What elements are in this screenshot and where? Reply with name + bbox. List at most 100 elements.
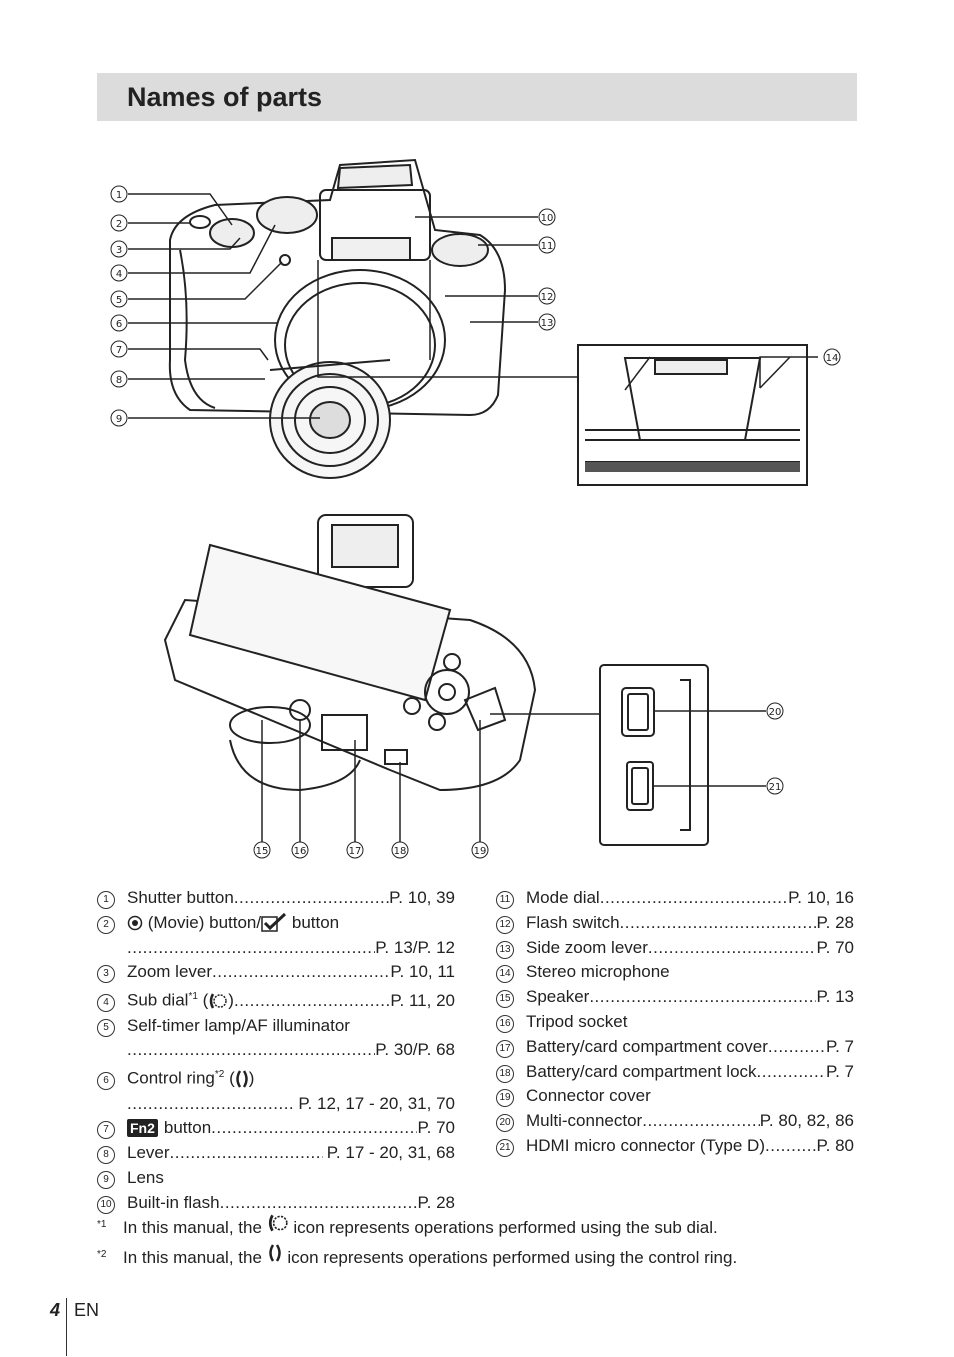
camera-grip [179,249,216,409]
title-bar: Names of parts [97,73,857,121]
svg-text:12: 12 [541,292,554,303]
list-item: 1 Shutter button P. 10, 39 [97,886,455,911]
svg-text:13: 13 [541,318,554,329]
svg-text:7: 7 [116,345,122,356]
callout-11: 11 [538,236,556,254]
list-item: 12 Flash switch P. 28 [496,911,854,936]
rear-button-1 [443,653,461,671]
callout-16: 16 [291,841,309,859]
list-item: 21 HDMI micro connector (Type D) P. 80 [496,1134,854,1159]
callout-8: 8 [110,370,128,388]
camera-front-body [168,158,507,417]
callout-15: 15 [253,841,271,859]
svg-text:1: 1 [116,190,122,201]
callout-10: 10 [538,208,556,226]
rear-button-3 [428,713,446,731]
list-item: 3 Zoom lever P. 10, 11 [97,960,455,985]
list-item: 11 Mode dial P. 10, 16 [496,886,854,911]
connector-detail-box [599,664,709,846]
list-item: 19 Connector cover [496,1084,854,1109]
camera-rear-body [163,598,537,792]
fn2-badge: Fn2 [127,1119,158,1138]
callout-1: 1 [110,185,128,203]
svg-text:19: 19 [474,846,487,857]
hot-shoe [336,163,414,190]
rear-dial [424,669,470,715]
battery-cover-shape [321,714,368,751]
list-item: 6 Control ring*2 () [97,1063,455,1091]
rear-lcd [188,543,452,702]
page-footer: 4 EN [50,1298,99,1356]
svg-text:8: 8 [116,375,122,386]
svg-text:17: 17 [349,846,362,857]
page-number: 4 [50,1300,61,1320]
callout-7: 7 [110,340,128,358]
control-ring-icon [235,1070,248,1089]
parts-list-left: 1 Shutter button P. 10, 39 2 (Movie) but… [97,886,455,1216]
list-item: 16 Tripod socket [496,1010,854,1035]
svg-text:18: 18 [394,846,407,857]
callout-12: 12 [538,287,556,305]
list-item: 15 Speaker P. 13 [496,985,854,1010]
list-item: 10 Built-in flash P. 28 [97,1191,455,1216]
svg-text:14: 14 [826,353,839,364]
list-item: 17 Battery/card compartment cover P. 7 [496,1035,854,1060]
parts-list-right: 11 Mode dial P. 10, 16 12 Flash switch P… [496,886,854,1159]
callout-3: 3 [110,240,128,258]
shutter-button-shape [209,218,255,248]
self-timer-lamp [279,254,291,266]
footnote-1: *1 In this manual, the icon represents o… [97,1213,737,1243]
hdmi-connector-shape [626,761,654,811]
control-ring-icon [268,1244,281,1262]
callout-5: 5 [110,290,128,308]
svg-text:6: 6 [116,319,122,330]
sub-dial-icon [210,993,228,1009]
mode-dial-shape [431,233,489,267]
footnotes: *1 In this manual, the icon represents o… [97,1213,737,1273]
callout-13: 13 [538,313,556,331]
svg-text:4: 4 [116,269,122,280]
microphone-detail-box [577,344,808,486]
callout-2: 2 [110,214,128,232]
list-item: 18 Battery/card compartment lock P. 7 [496,1060,854,1085]
callout-18: 18 [391,841,409,859]
callout-19: 19 [471,841,489,859]
svg-text:3: 3 [116,245,122,256]
svg-text:2: 2 [116,219,122,230]
page-title: Names of parts [127,82,323,112]
callout-17: 17 [346,841,364,859]
svg-text:21: 21 [769,782,782,793]
footnote-2: *2 In this manual, the icon represents o… [97,1243,737,1273]
list-item: 4 Sub dial*1 () P. 11, 20 [97,985,455,1013]
rear-lens-ring [229,706,311,744]
callout-4: 4 [110,264,128,282]
movie-icon [127,916,143,931]
svg-text:15: 15 [256,846,269,857]
battery-lock-shape [384,749,408,765]
multi-connector-shape [621,687,655,737]
movie-button-shape [189,215,211,229]
language-label: EN [74,1300,100,1320]
callout-6: 6 [110,314,128,332]
list-item: 9 Lens [97,1166,455,1191]
list-item: 13 Side zoom lever P. 70 [496,936,854,961]
svg-text:20: 20 [769,707,782,718]
sub-dial-shape [256,196,318,234]
callout-21: 21 [766,777,784,795]
camera-diagram: 1 2 3 4 5 6 7 8 9 10 11 12 13 14 15 16 1… [110,158,841,859]
svg-text:10: 10 [541,213,554,224]
sub-dial-icon [268,1214,288,1232]
svg-text:9: 9 [116,414,122,425]
callout-20: 20 [766,702,784,720]
check-icon [261,913,287,933]
list-item: 8 Lever P. 17 - 20, 31, 68 [97,1141,455,1166]
svg-text:11: 11 [541,241,554,252]
list-item: 2 (Movie) button/ button [97,911,455,936]
rear-button-2 [403,697,421,715]
callout-9: 9 [110,409,128,427]
svg-text:5: 5 [116,295,122,306]
list-item: 5 Self-timer lamp/AF illuminator [97,1014,455,1039]
callout-14: 14 [823,348,841,366]
svg-text:16: 16 [294,846,307,857]
